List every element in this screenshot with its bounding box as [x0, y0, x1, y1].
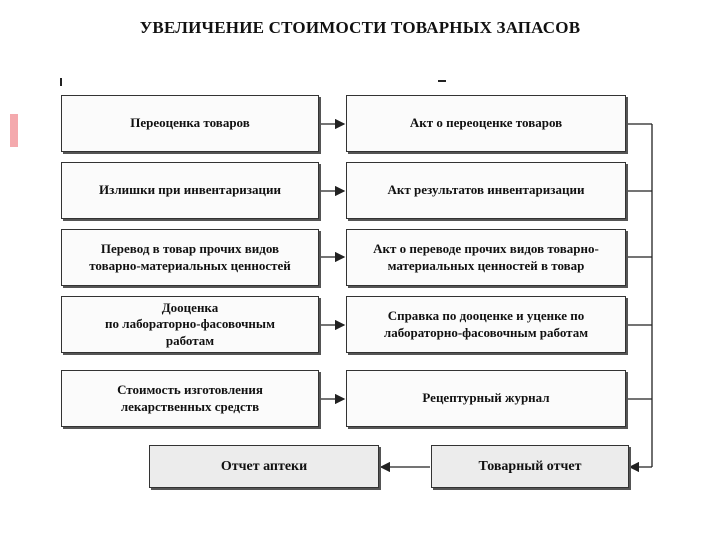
box-revaluation-act: Акт о переоценке товаров: [346, 95, 626, 152]
box-inventory-surplus: Излишки при инвентаризации: [61, 162, 319, 219]
corner-mark-left: [60, 78, 62, 86]
box-inventory-act: Акт результатов инвентаризации: [346, 162, 626, 219]
box-lab-markup-certificate: Справка по дооценке и уценке по лаборато…: [346, 296, 626, 353]
box-transfer-act: Акт о переводе прочих видов товарно- мат…: [346, 229, 626, 286]
accent-bar: [10, 114, 18, 147]
box-prescription-journal: Рецептурный журнал: [346, 370, 626, 427]
corner-mark-right: [438, 80, 446, 82]
box-revaluation: Переоценка товаров: [61, 95, 319, 152]
box-lab-markup: Дооценка по лабораторно-фасовочным работ…: [61, 296, 319, 353]
box-goods-report: Товарный отчет: [431, 445, 629, 488]
box-pharmacy-report: Отчет аптеки: [149, 445, 379, 488]
box-transfer-to-goods: Перевод в товар прочих видов товарно-мат…: [61, 229, 319, 286]
box-manufacturing-cost: Стоимость изготовления лекарственных сре…: [61, 370, 319, 427]
page-title: УВЕЛИЧЕНИЕ СТОИМОСТИ ТОВАРНЫХ ЗАПАСОВ: [139, 18, 581, 37]
